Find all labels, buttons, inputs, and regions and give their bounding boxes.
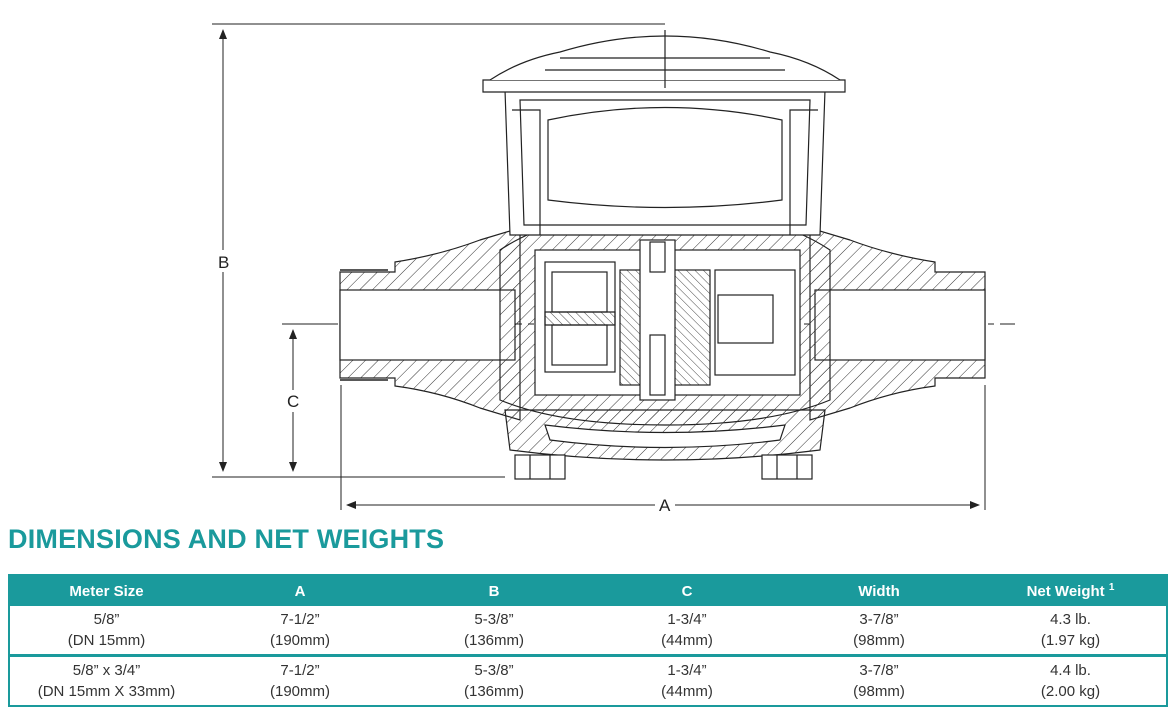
dimension-a-label: A <box>659 496 671 515</box>
meter-cross-section-drawing: B C A <box>212 23 1015 515</box>
footnote-marker: 1 <box>1108 582 1115 593</box>
table-row: 5/8” (DN 15mm) 7-1/2” (190mm) 5-3/8” (136mm… <box>9 606 1167 657</box>
section-title: DIMENSIONS AND NET WEIGHTS <box>8 524 445 554</box>
cell-net-weight: 4.3 lb. (1.97 kg) <box>975 606 1167 657</box>
dimension-labels: B C A <box>218 253 671 515</box>
header-b: B <box>397 575 591 606</box>
header-c: C <box>591 575 783 606</box>
cell-value: 7-1/2” <box>280 662 320 679</box>
cell-value: 5/8” <box>93 611 120 628</box>
cell-value: 4.4 lb. <box>1050 662 1091 679</box>
header-net-weight: Net Weight 1 <box>975 575 1167 606</box>
cell-b: 5-3/8” (136mm) <box>397 606 591 657</box>
cell-c: 1-3/4” (44mm) <box>591 656 783 707</box>
cell-metric-value: (44mm) <box>661 683 713 700</box>
table-row: 5/8” x 3/4” (DN 15mm X 33mm) 7-1/2” (190mm… <box>9 656 1167 707</box>
cell-metric-value: (2.00 kg) <box>1040 683 1101 700</box>
meter-body <box>339 30 986 480</box>
cell-metric-value: (136mm) <box>463 683 524 700</box>
dimension-c-label: C <box>287 392 299 411</box>
cell-value: 3-7/8” <box>859 611 899 628</box>
cell-metric-value: (98mm) <box>853 683 905 700</box>
cell-value: 3-7/8” <box>859 662 899 679</box>
cell-meter-size: 5/8” (DN 15mm) <box>9 606 203 657</box>
cell-value: 1-3/4” <box>667 611 707 628</box>
cell-c: 1-3/4” (44mm) <box>591 606 783 657</box>
cell-value: 4.3 lb. <box>1050 611 1091 628</box>
cell-net-weight: 4.4 lb. (2.00 kg) <box>975 656 1167 707</box>
cell-meter-size: 5/8” x 3/4” (DN 15mm X 33mm) <box>9 656 203 707</box>
table-header-row: Meter Size A B C Width Net Weight 1 <box>9 575 1167 606</box>
cell-metric-value: (DN 15mm) <box>67 632 146 649</box>
cell-value: 5-3/8” <box>474 611 514 628</box>
cell-width: 3-7/8” (98mm) <box>783 606 975 657</box>
header-net-weight-label: Net Weight <box>1026 583 1105 600</box>
cell-metric-value: (136mm) <box>463 632 524 649</box>
cell-a: 7-1/2” (190mm) <box>203 606 397 657</box>
dimension-b-label: B <box>218 253 229 272</box>
dimensions-table: Meter Size A B C Width Net Weight 1 5/8”… <box>8 574 1168 707</box>
cell-metric-value: (44mm) <box>661 632 713 649</box>
cell-value: 5/8” x 3/4” <box>72 662 141 679</box>
cell-value: 7-1/2” <box>280 611 320 628</box>
cell-value: 5-3/8” <box>474 662 514 679</box>
cell-metric-value: (1.97 kg) <box>1040 632 1101 649</box>
cell-metric-value: (DN 15mm X 33mm) <box>37 683 176 700</box>
cell-b: 5-3/8” (136mm) <box>397 656 591 707</box>
header-a: A <box>203 575 397 606</box>
cell-metric-value: (190mm) <box>269 632 330 649</box>
cell-metric-value: (98mm) <box>853 632 905 649</box>
cell-a: 7-1/2” (190mm) <box>203 656 397 707</box>
cell-metric-value: (190mm) <box>269 683 330 700</box>
header-meter-size: Meter Size <box>9 575 203 606</box>
header-width: Width <box>783 575 975 606</box>
cell-value: 1-3/4” <box>667 662 707 679</box>
cell-width: 3-7/8” (98mm) <box>783 656 975 707</box>
